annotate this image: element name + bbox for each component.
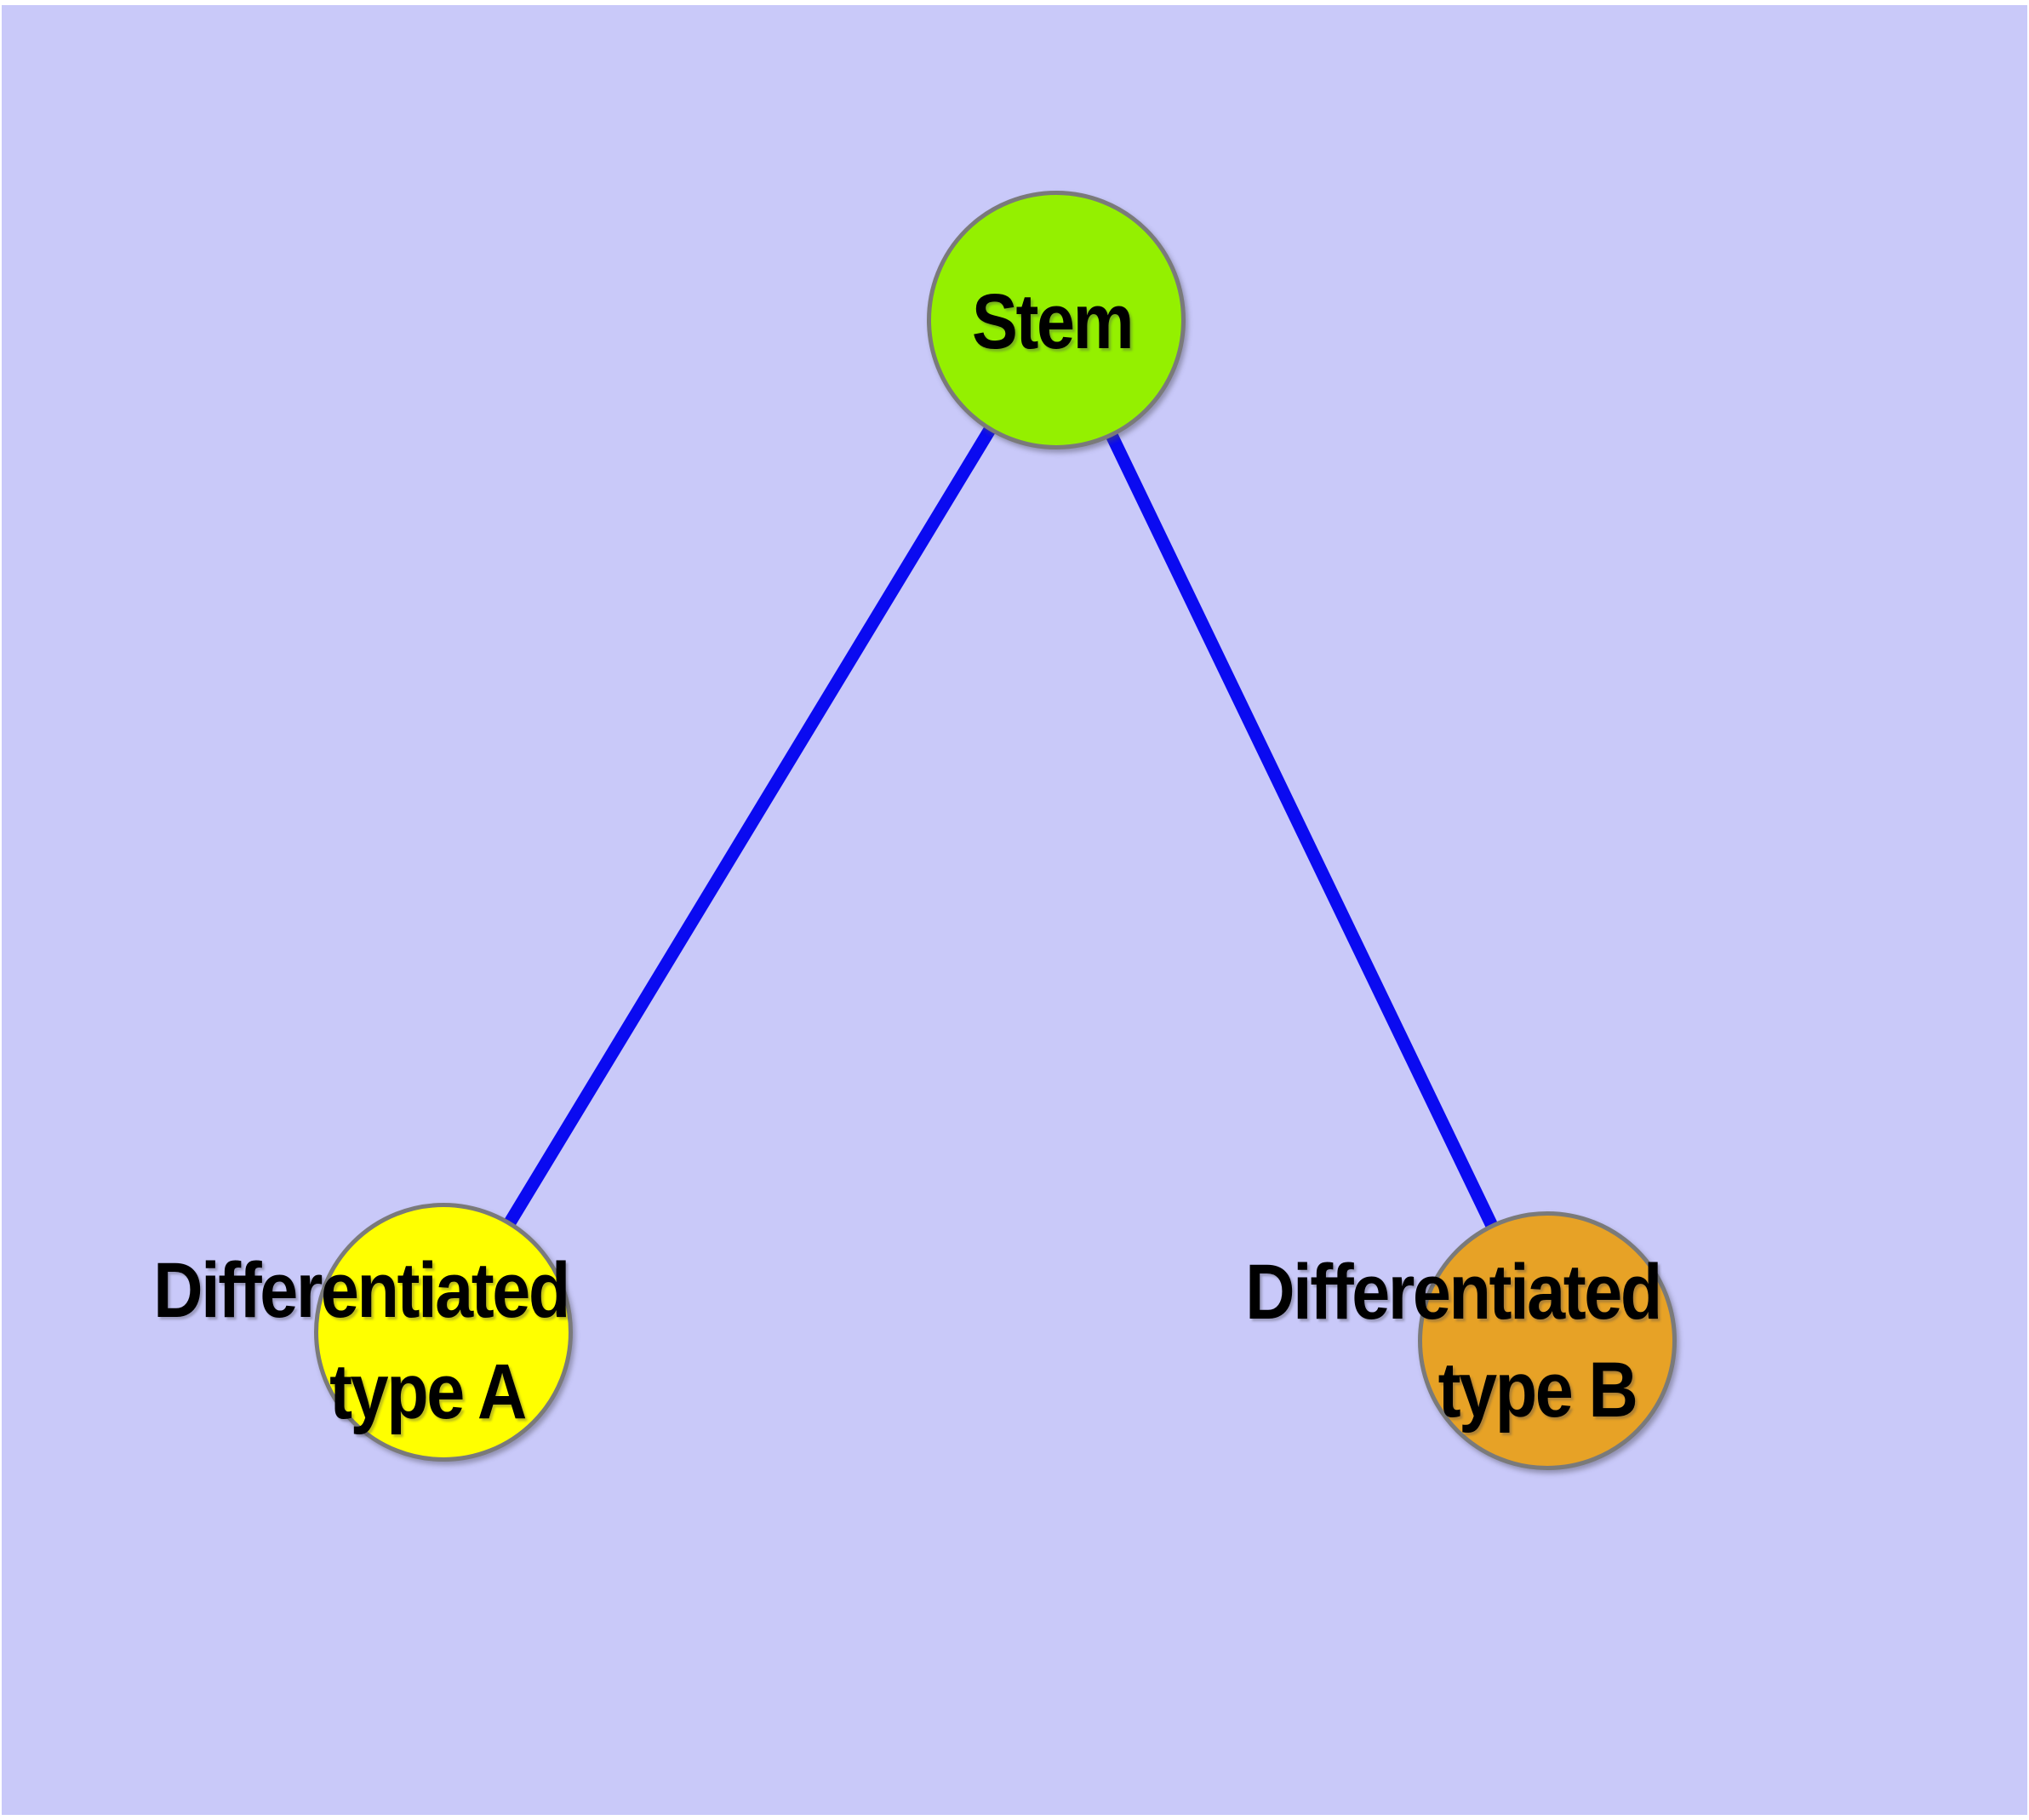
node-differentiated-type-b [1418,1211,1677,1470]
node-differentiated-type-a [314,1203,573,1462]
node-label-type-a-line1: Differentiated [153,1247,570,1334]
node-label-type-a-line2: type A [329,1348,527,1435]
node-label-stem: Stem [971,278,1135,365]
edge-stem-to-type-a [437,317,1062,1336]
edge-stem-to-type-b [1050,317,1553,1344]
node-stem [927,191,1186,449]
node-label-type-b-line1: Differentiated [1245,1249,1662,1336]
node-label-type-b-line2: type B [1437,1347,1638,1434]
